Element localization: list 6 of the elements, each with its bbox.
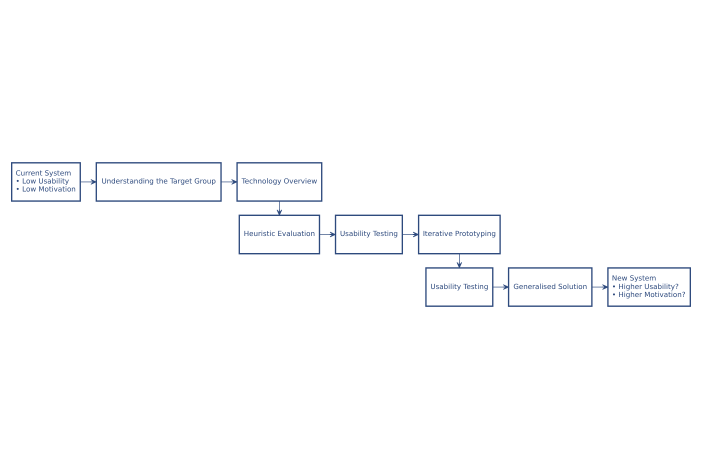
arrow <box>220 178 238 184</box>
arrow <box>80 178 97 184</box>
arrow <box>492 284 509 290</box>
arrow <box>319 231 336 237</box>
arrow <box>592 284 608 290</box>
arrow <box>402 231 419 237</box>
